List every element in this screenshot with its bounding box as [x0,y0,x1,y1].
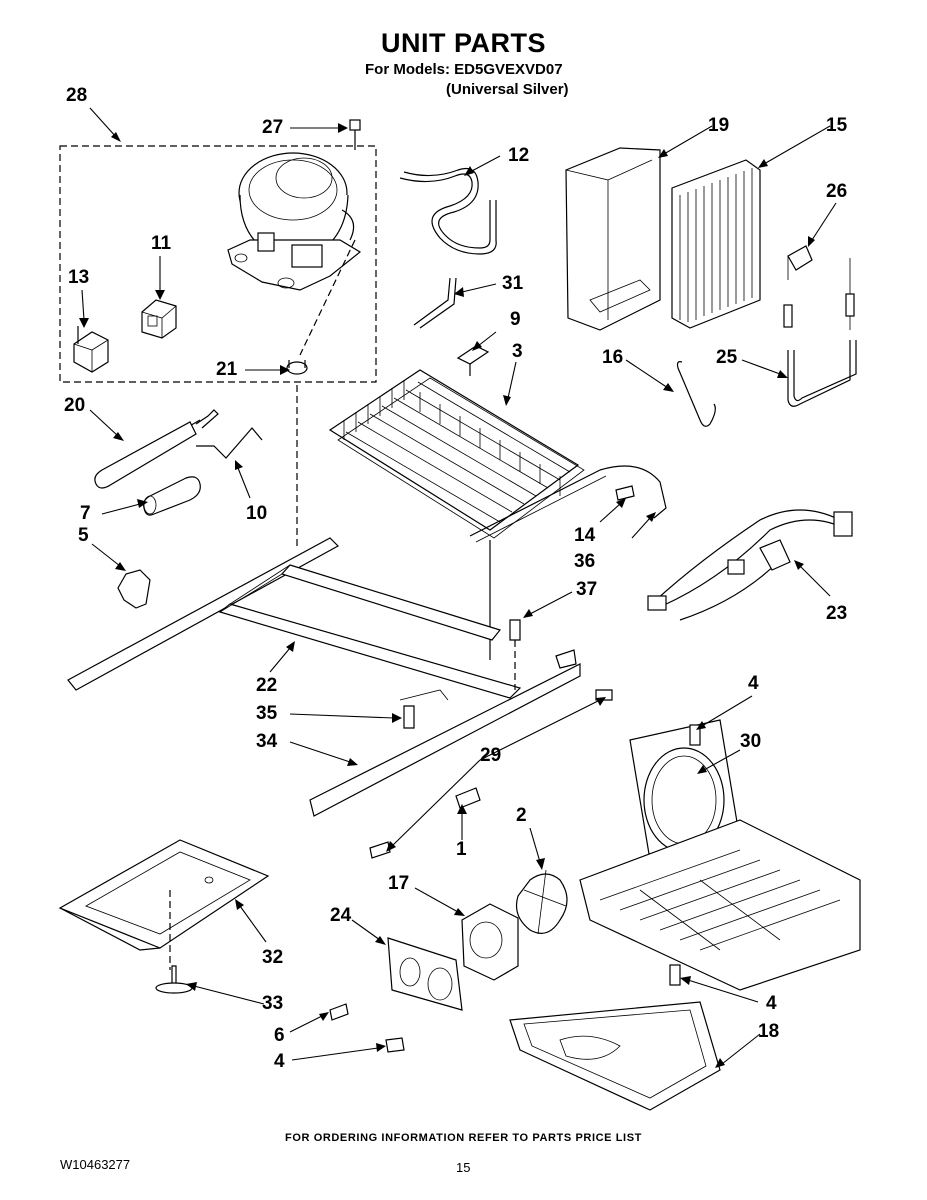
callout-11: 11 [151,233,172,254]
callout-3: 3 [512,341,523,362]
callout-10: 10 [246,503,268,524]
page-title: UNIT PARTS [381,28,546,58]
evaporator-coil [328,369,607,660]
callout-37: 37 [576,579,598,600]
callout-27: 27 [262,117,284,138]
callout-13: 13 [68,267,90,288]
wiring-harness [647,509,853,621]
callout-6: 6 [274,1025,285,1046]
callout-9: 9 [510,309,521,330]
callout-17: 17 [388,873,410,894]
callout-4-upper: 4 [748,673,759,694]
callout-2: 2 [516,805,527,826]
callout-16: 16 [602,347,624,368]
callout-22: 22 [256,675,278,696]
callout-15: 15 [826,115,848,136]
callout-7: 7 [80,503,91,524]
callout-4-lower-left: 4 [274,1051,285,1072]
document-number: W10463277 [60,1157,131,1172]
compressor-illustration [227,119,362,291]
callout-23: 23 [826,603,848,624]
callout-28: 28 [66,85,88,106]
page-number: 15 [456,1160,471,1175]
callout-25: 25 [716,347,738,368]
callout-35: 35 [256,703,278,724]
callout-24: 24 [330,905,352,926]
callout-19: 19 [708,115,730,136]
callout-36: 36 [574,551,596,572]
callout-29: 29 [480,745,502,766]
callout-4-lower-right: 4 [766,993,777,1014]
callout-18: 18 [758,1021,780,1042]
callout-14: 14 [574,525,596,546]
callout-34: 34 [256,731,278,752]
callout-5: 5 [78,525,89,546]
models-line: For Models: ED5GVEXVD07 [365,61,563,78]
color-line: (Universal Silver) [446,81,569,98]
compressor-assembly-box [59,145,377,383]
support-rails [67,537,522,701]
fan-shroud-and-pan [579,719,861,991]
ordering-note: FOR ORDERING INFORMATION REFER TO PARTS … [285,1132,642,1144]
callout-26: 26 [826,181,848,202]
callout-30: 30 [740,731,762,752]
callout-31: 31 [502,273,524,294]
callout-33: 33 [262,993,284,1014]
callout-leaders [79,107,837,1068]
callout-32: 32 [262,947,284,968]
callout-1: 1 [456,839,467,860]
evaporator-cover [565,147,661,331]
condenser [671,159,761,329]
callout-21: 21 [216,359,238,380]
callout-12: 12 [508,145,530,166]
callout-20: 20 [64,395,86,416]
